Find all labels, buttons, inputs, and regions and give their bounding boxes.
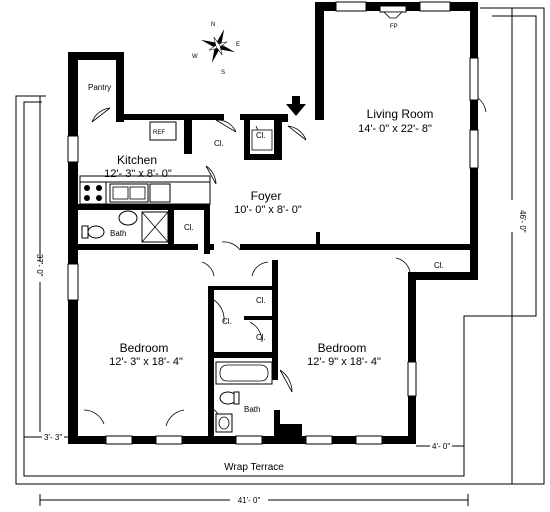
dimension-left-terrace: 3'- 3" [44, 433, 62, 442]
bedroom-left-dims: 12'- 3" x 18'- 4" [109, 356, 183, 368]
bedroom-left-name: Bedroom [120, 341, 169, 355]
dimension-bottom-width: 41'- 0" [238, 496, 261, 505]
closet-label-7: Cl. [434, 261, 444, 270]
compass-n: N [211, 22, 215, 28]
terrace-outline [15, 7, 545, 485]
living-room-dims: 14'- 0" x 22'- 8" [358, 123, 432, 135]
terrace-label: Wrap Terrace [224, 462, 284, 473]
compass-e: E [236, 42, 240, 48]
door-swings [83, 97, 487, 431]
closet-label-2: Cl. [256, 131, 266, 140]
kitchen-name: Kitchen [117, 153, 157, 167]
foyer-name: Foyer [251, 189, 282, 203]
foyer-dims: 10'- 0" x 8'- 0" [234, 204, 302, 216]
compass-w: W [192, 54, 198, 60]
closet-label-4: Cl. [222, 317, 232, 326]
closet-label-1: Cl. [214, 139, 224, 148]
dimension-right-terrace: 4'- 0" [432, 442, 450, 451]
closet-label-5: Cl. [256, 296, 266, 305]
pantry-label: Pantry [88, 83, 111, 92]
compass-s: S [221, 70, 225, 76]
ref-label: REF [153, 130, 165, 136]
kitchen-dims: 12'- 3" x 8'- 0" [104, 168, 172, 180]
dimension-lines [24, 7, 518, 506]
bath-label-kitchen: Bath [110, 229, 126, 238]
fixtures [79, 121, 273, 433]
fireplace-label: FP [390, 24, 398, 30]
bedroom-right-dims: 12'- 9" x 18'- 4" [307, 356, 381, 368]
closet-label-3: Cl. [184, 223, 194, 232]
entry-arrow-icon [286, 96, 306, 116]
closet-label-6: Cl. [256, 333, 266, 342]
dimension-left-height: 37'- 0" [35, 254, 44, 277]
dimension-right-height: 46'- 0" [518, 210, 527, 233]
living-room-name: Living Room [367, 107, 434, 121]
bedroom-right-name: Bedroom [318, 341, 367, 355]
compass-rose-icon: N E W S [192, 22, 240, 76]
windows [67, 1, 479, 445]
bath-label-bedroom: Bath [244, 405, 260, 414]
